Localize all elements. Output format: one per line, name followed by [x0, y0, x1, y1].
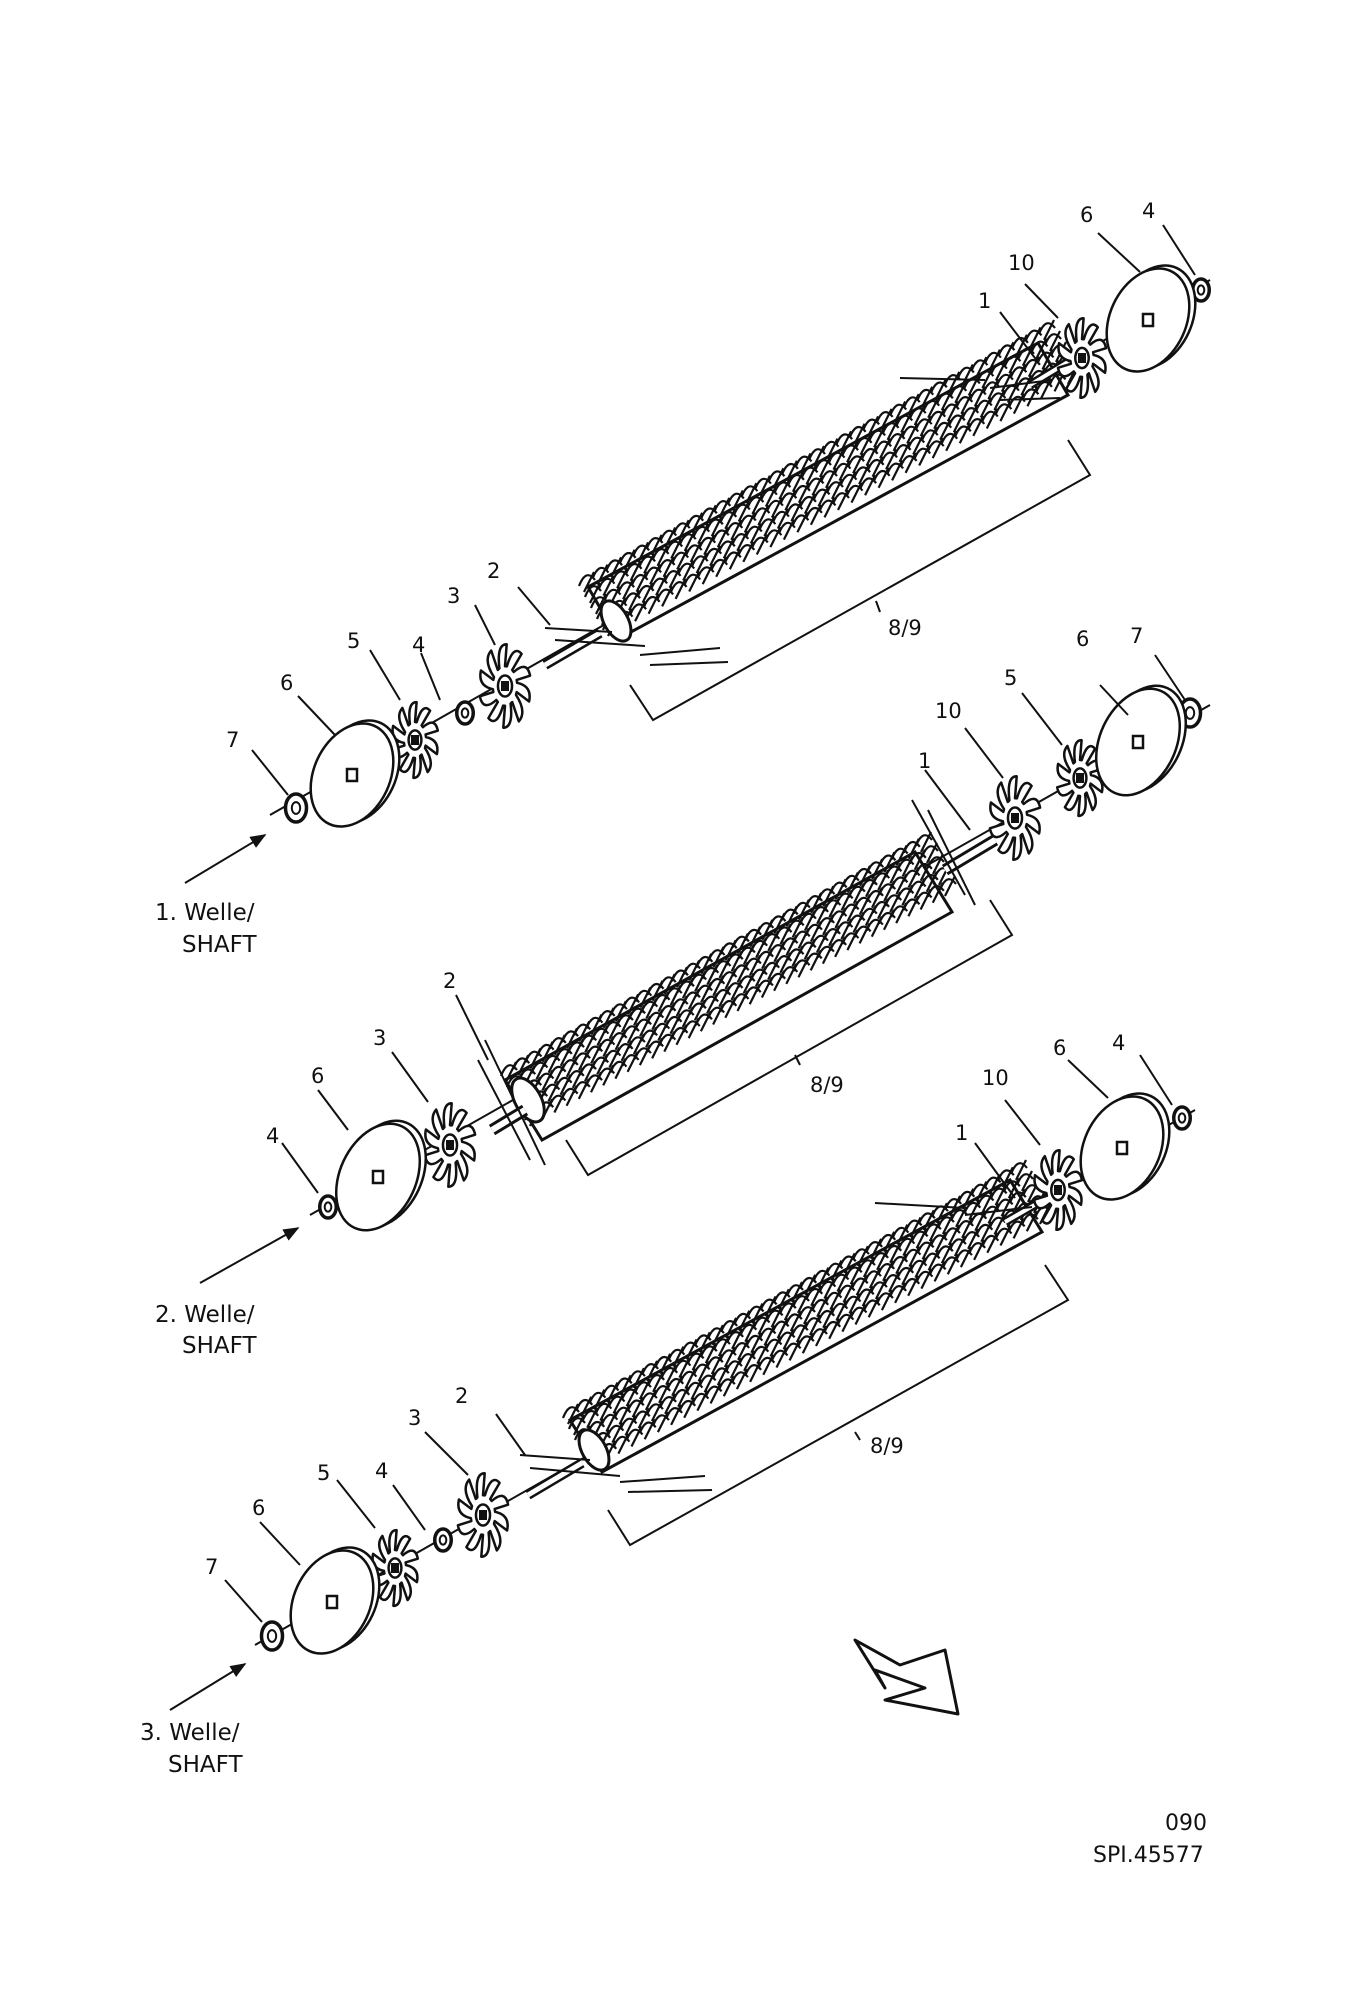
callout-3: 3 — [408, 1406, 421, 1430]
callout-4: 4 — [375, 1459, 388, 1483]
shaft-caption-3-sub: SHAFT — [168, 1752, 243, 1778]
loose-bristles — [477, 799, 976, 1166]
loose-bristles — [519, 1202, 1033, 1493]
callout-7: 7 — [226, 728, 239, 752]
callout-6: 6 — [252, 1496, 265, 1520]
end-plate-6 — [309, 719, 401, 828]
star-disc-3 — [423, 1102, 477, 1188]
callout-5: 5 — [317, 1461, 330, 1485]
shaft-assembly-3: 1 10 6 4 2 3 4 5 6 7 8/9 3. Welle/ SHAFT — [140, 1031, 1196, 1778]
assembly-arrow — [169, 1663, 247, 1711]
end-plate-6-right — [1094, 684, 1188, 797]
shaft-assembly-2: 1 10 5 6 7 2 3 6 4 8/9 2. Welle/ SHAFT — [155, 624, 1211, 1359]
callout-1: 1 — [955, 1121, 968, 1145]
callout-8-9: 8/9 — [888, 616, 922, 640]
callout-3: 3 — [373, 1026, 386, 1050]
callout-5-right: 5 — [1004, 666, 1017, 690]
end-plate-6 — [289, 1546, 381, 1655]
washer-4 — [455, 700, 475, 726]
washer-7 — [259, 1620, 285, 1652]
assembly-arrow — [199, 1227, 300, 1284]
star-disc-10 — [1056, 316, 1108, 400]
star-disc-5 — [370, 1528, 420, 1608]
end-plate-6-right — [1105, 264, 1197, 373]
callout-4-right: 4 — [1112, 1031, 1125, 1055]
star-disc-10 — [988, 775, 1042, 861]
callout-8-9: 8/9 — [810, 1073, 844, 1097]
callout-4: 4 — [266, 1124, 279, 1148]
shaft-caption-2-sub: SHAFT — [182, 1333, 257, 1359]
callout-3: 3 — [447, 584, 460, 608]
washer-4-right — [1172, 1105, 1192, 1131]
callout-6: 6 — [311, 1064, 324, 1088]
range-bracket — [629, 439, 1092, 722]
brush-roller — [499, 831, 957, 1143]
page-number: 090 — [1165, 1811, 1207, 1836]
callout-1: 1 — [978, 289, 991, 313]
callout-10: 10 — [935, 699, 962, 723]
shaft-caption-1: 1. Welle/ — [155, 900, 255, 926]
shaft-caption-1-sub: SHAFT — [182, 932, 257, 958]
drawing-number: SPI.45577 — [1093, 1843, 1204, 1868]
callout-1: 1 — [918, 749, 931, 773]
assembly-arrow — [184, 834, 267, 884]
callout-2: 2 — [487, 559, 500, 583]
callout-10: 10 — [982, 1066, 1009, 1090]
range-bracket — [565, 899, 1014, 1177]
shaft-caption-2: 2. Welle/ — [155, 1302, 255, 1328]
callout-6-right: 6 — [1080, 203, 1093, 227]
callout-4: 4 — [412, 633, 425, 657]
star-disc-5 — [1055, 738, 1105, 818]
range-bracket — [607, 1264, 1070, 1547]
brush-roller — [577, 319, 1080, 643]
shaft-caption-3: 3. Welle/ — [140, 1720, 240, 1746]
washer-4 — [318, 1194, 338, 1220]
callout-8-9: 8/9 — [870, 1434, 904, 1458]
callout-6-right: 6 — [1076, 627, 1089, 651]
leader-lines — [224, 1054, 1173, 1623]
leader-lines — [251, 224, 1196, 796]
leader-lines — [281, 654, 1186, 1194]
washer-7 — [283, 792, 309, 824]
callout-2: 2 — [443, 969, 456, 993]
star-disc-5 — [390, 700, 440, 780]
callout-6: 6 — [280, 671, 293, 695]
loose-bristles — [544, 377, 1061, 666]
callout-2: 2 — [455, 1384, 468, 1408]
end-plate-6-right — [1079, 1092, 1171, 1201]
brush-roller — [561, 1159, 1052, 1474]
shaft-assembly-1: 1 10 6 4 2 3 4 5 6 7 8/9 1. Welle/ SHAFT — [155, 199, 1211, 958]
star-disc-10 — [1032, 1148, 1084, 1232]
callout-10: 10 — [1008, 251, 1035, 275]
view-direction-arrow-icon — [853, 1638, 960, 1716]
callout-5: 5 — [347, 629, 360, 653]
washer-4 — [433, 1527, 453, 1553]
star-disc-3 — [456, 1472, 510, 1558]
callout-7-right: 7 — [1130, 624, 1143, 648]
callout-6-right: 6 — [1053, 1036, 1066, 1060]
bristle-pattern — [499, 831, 957, 1127]
callout-4-right: 4 — [1142, 199, 1155, 223]
end-plate-6 — [334, 1119, 428, 1232]
star-disc-3 — [478, 643, 532, 729]
callout-7: 7 — [205, 1555, 218, 1579]
